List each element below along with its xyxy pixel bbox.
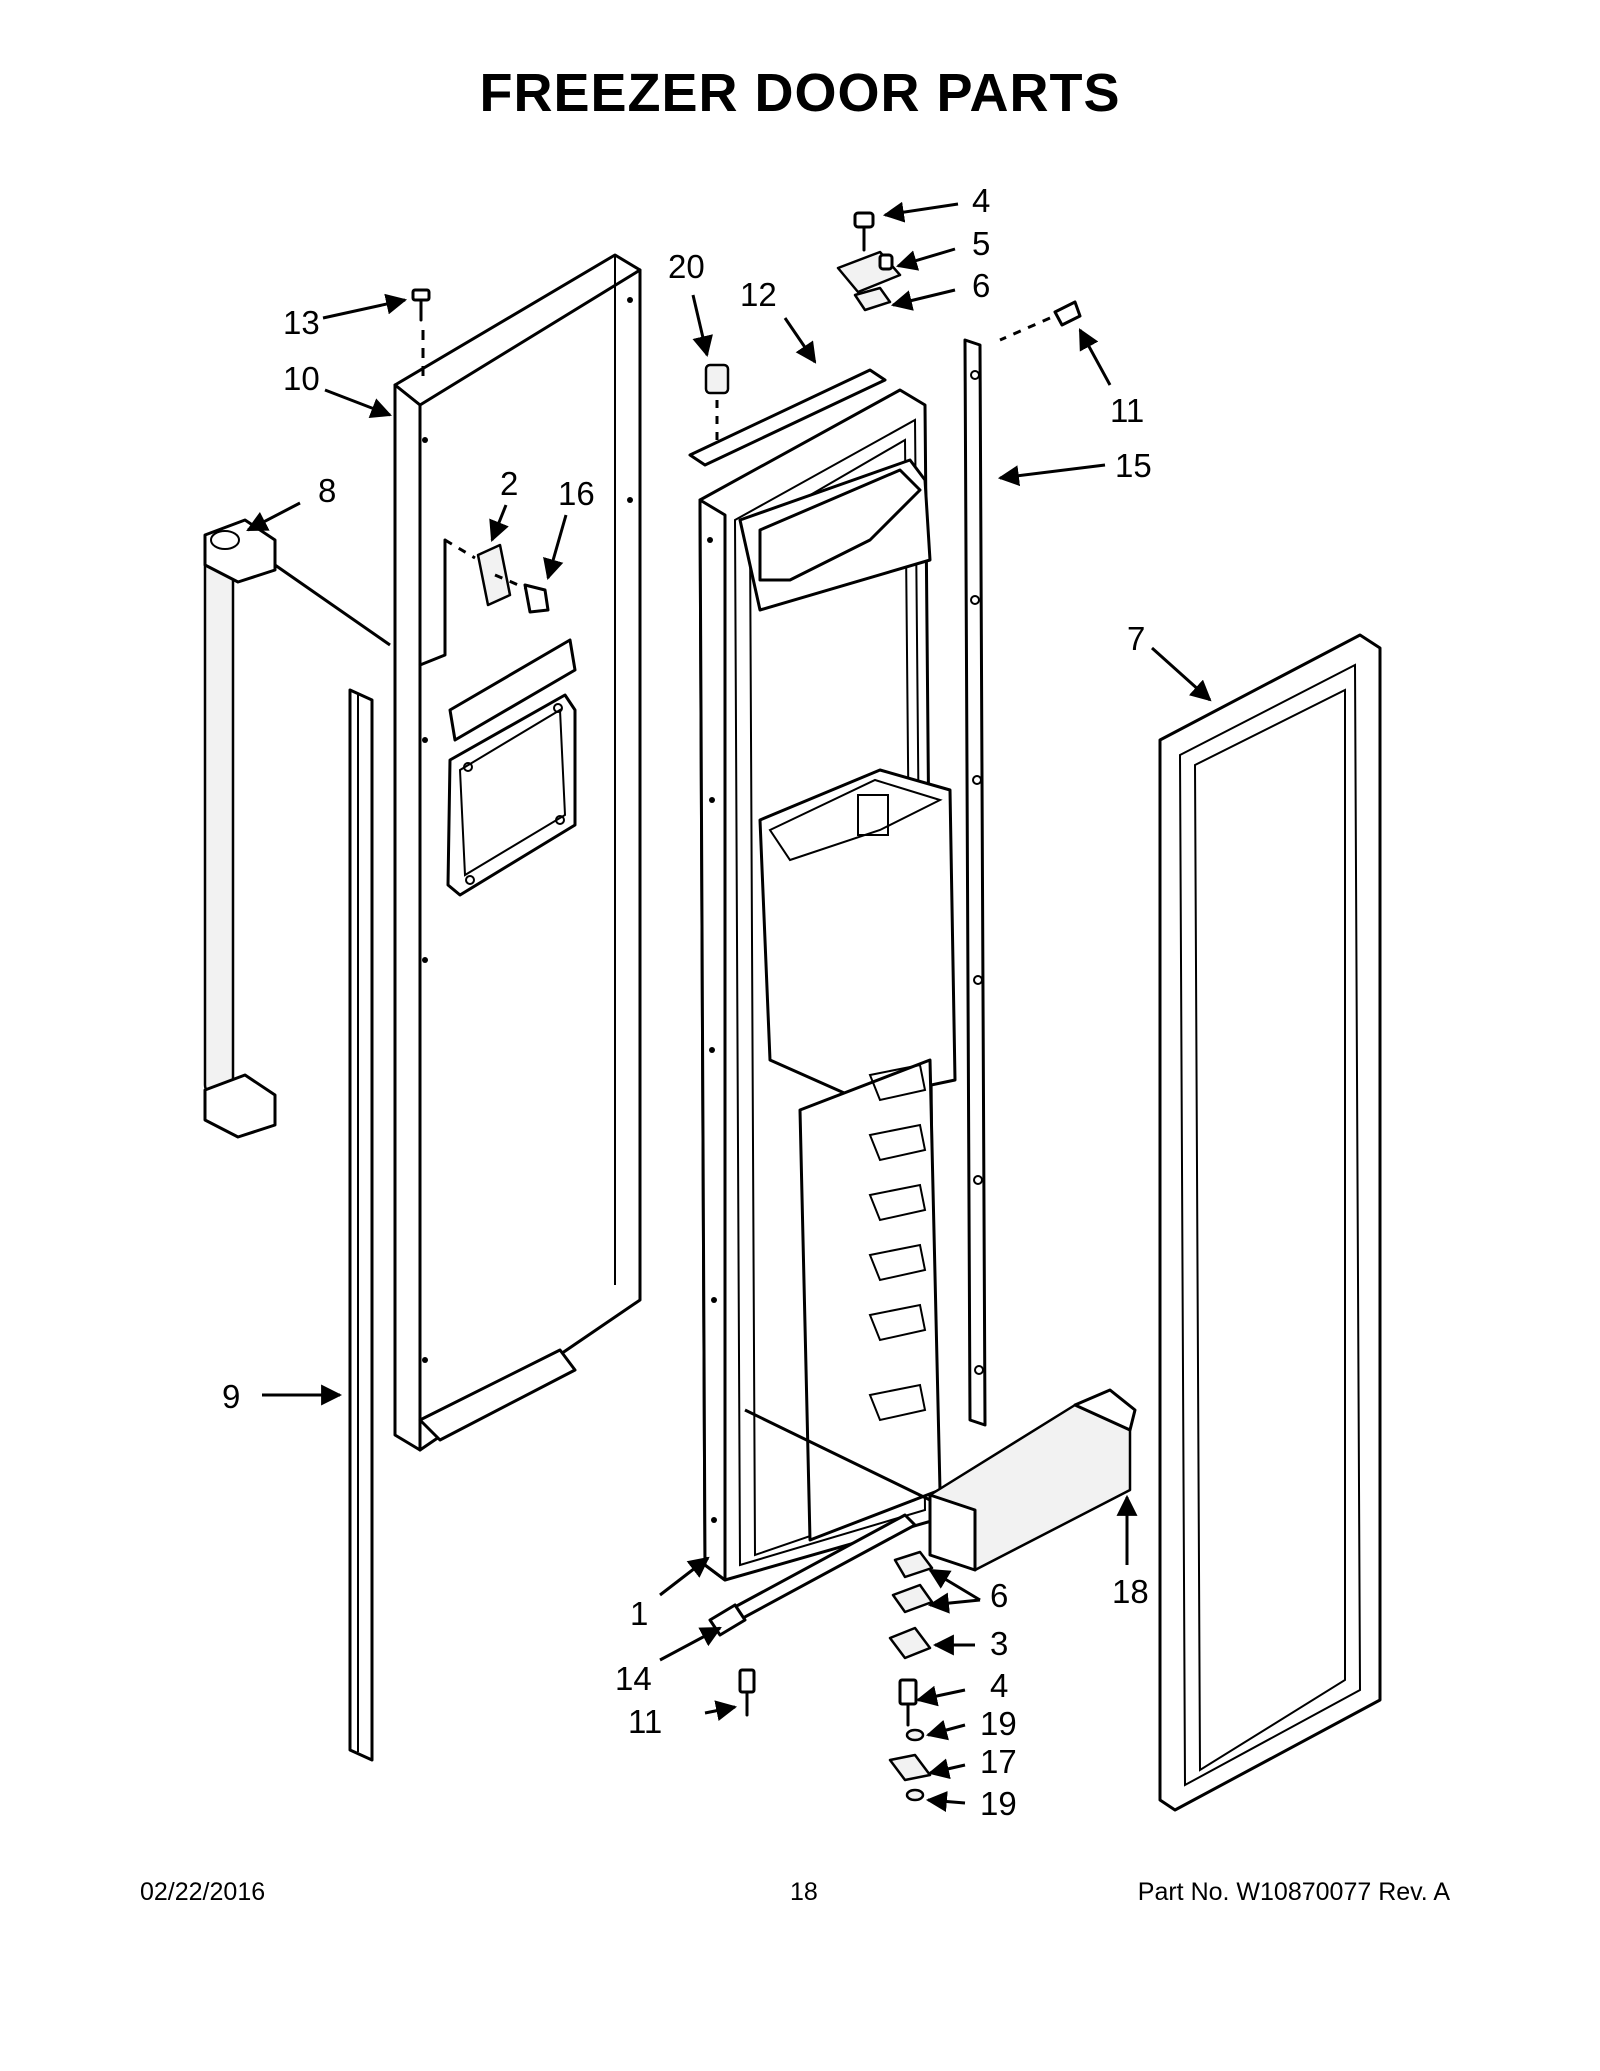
callout-12: 12: [740, 276, 777, 313]
outer-door-panel: [393, 253, 642, 1452]
top-strip-part-12: [688, 368, 887, 467]
callout-7: 7: [1127, 620, 1145, 657]
callout-6-top: 6: [972, 267, 990, 304]
screw-part-13: [411, 288, 431, 380]
footer-page-number: 18: [790, 1878, 818, 1906]
callout-11-bottom: 11: [628, 1703, 662, 1740]
screw-part-11-bottom: [738, 1668, 756, 1717]
callout-15: 15: [1115, 447, 1152, 484]
callout-4-bottom: 4: [990, 1667, 1008, 1704]
screw-part-11-top: [999, 300, 1082, 342]
callout-5: 5: [972, 225, 990, 262]
lower-handle-part-18: [928, 1388, 1137, 1572]
door-edge-strip-part-15: [963, 338, 987, 1427]
footer-date: 02/22/2016: [140, 1878, 266, 1906]
bracket-part-2: [444, 538, 550, 614]
callout-19-lower: 19: [980, 1785, 1017, 1822]
callout-4-top: 4: [972, 182, 990, 219]
callout-18: 18: [1112, 1573, 1149, 1610]
handle-part-8: [203, 518, 391, 1139]
callout-8: 8: [318, 472, 336, 509]
door-gasket-part-7: [1158, 633, 1382, 1812]
callout-3: 3: [990, 1625, 1008, 1662]
lower-hinge-part-3: [888, 1550, 934, 1802]
callout-9: 9: [222, 1378, 240, 1415]
callout-6-bottom: 6: [990, 1577, 1008, 1614]
leader-arrows: [246, 201, 1212, 1812]
callout-14: 14: [615, 1660, 652, 1697]
callout-19-upper: 19: [980, 1705, 1017, 1742]
footer-part-number: Part No. W10870077 Rev. A: [1137, 1878, 1450, 1906]
callout-10: 10: [283, 360, 320, 397]
callout-11-top: 11: [1110, 392, 1144, 429]
inner-door-liner-part-1: [698, 388, 957, 1582]
callout-1: 1: [630, 1595, 648, 1632]
spacer-part-20: [704, 363, 730, 445]
callout-16: 16: [558, 475, 595, 512]
callout-20: 20: [668, 248, 705, 285]
callout-labels: 4 5 6 20 12 13 10 11 15 8 2 16 7 9 18 1 …: [222, 182, 1152, 1822]
callout-2: 2: [500, 465, 518, 502]
top-hinge-part-5: [836, 211, 902, 312]
callout-13: 13: [283, 304, 320, 341]
callout-17: 17: [980, 1743, 1017, 1780]
page-title: FREEZER DOOR PARTS: [479, 63, 1121, 123]
gasket-strip-part-9: [348, 688, 374, 1762]
